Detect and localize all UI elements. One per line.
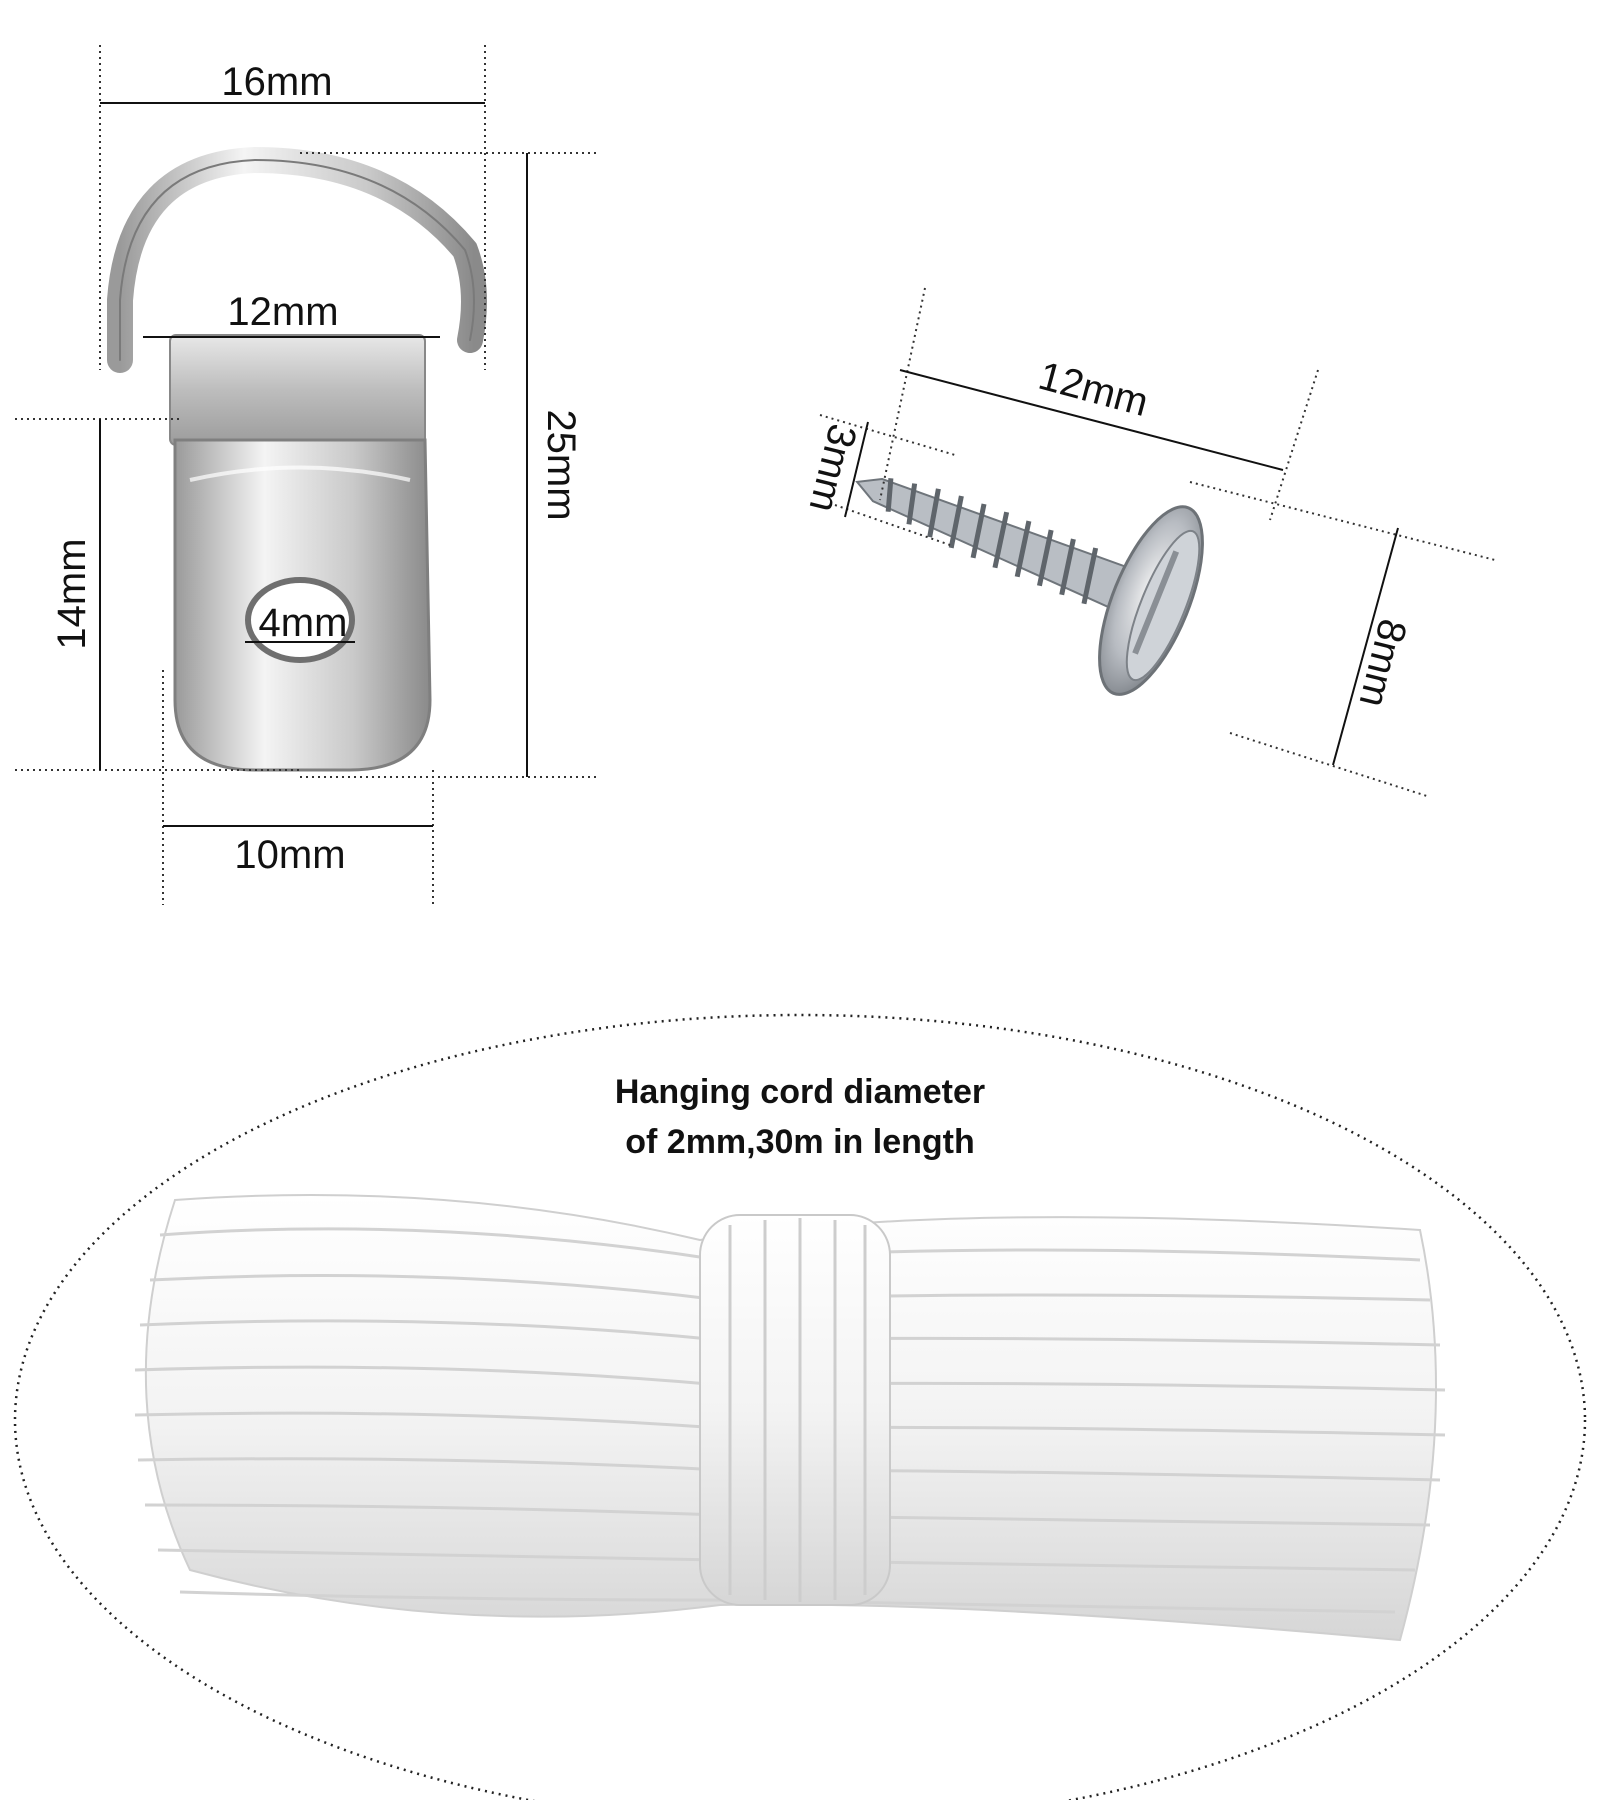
d-ring-hanger: 16mm 12mm 4mm 10mm 25mm 14mm (15, 45, 600, 905)
hanger-bottom-width-label: 10mm (234, 833, 345, 877)
hanger-hole-label: 4mm (259, 601, 348, 645)
cord-caption-line2: of 2mm,30m in length (625, 1123, 975, 1161)
hanger-height-label: 25mm (539, 409, 583, 520)
mounting-hole (245, 577, 355, 663)
screw: 12mm 3mm 8mm (801, 287, 1496, 798)
cord-hank (134, 1194, 1446, 1642)
screw-length-label: 12mm (1034, 354, 1153, 425)
strap-top (169, 334, 426, 446)
cord-wrap-band (699, 1214, 891, 1606)
cord-dotted-outline (13, 1013, 1587, 1800)
screw-threads (885, 478, 1099, 605)
screw-thread-label: 3mm (801, 420, 865, 517)
hanger-plate-height-label: 14mm (50, 538, 94, 649)
cord-caption-line1: Hanging cord diameter (615, 1073, 985, 1111)
screw-head-label: 8mm (1351, 615, 1415, 712)
hanger-strap-width-label: 12mm (227, 290, 338, 334)
hanging-cord: Hanging cord diameter of 2mm,30m in leng… (13, 1013, 1587, 1800)
screw-shank (855, 477, 1129, 610)
hanger-width-top-label: 16mm (221, 60, 332, 104)
